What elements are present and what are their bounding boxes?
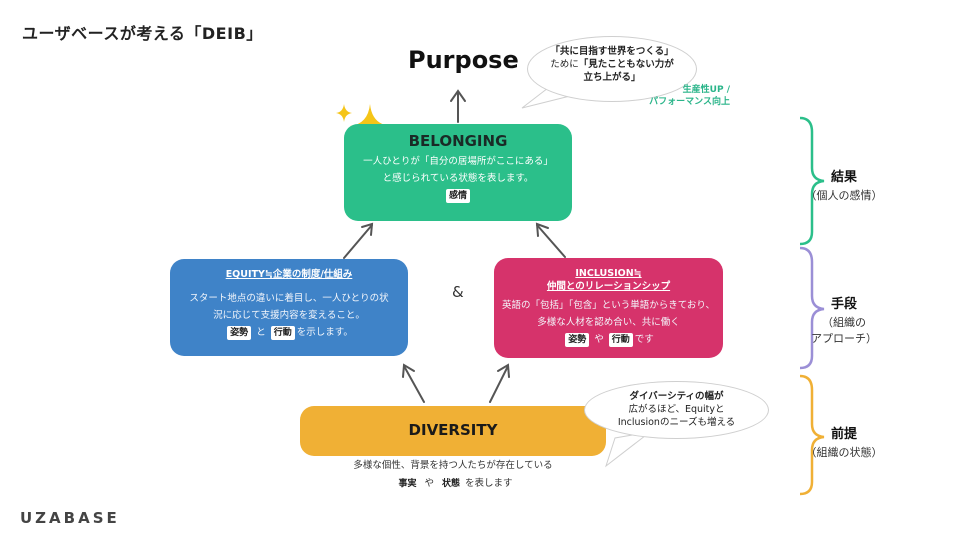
inclusion-tag-action: 行動 (608, 333, 633, 347)
equity-description: スタート地点の違いに着目し、一人ひとりの状 況に応じて支援内容を変えること。 姿… (170, 290, 408, 341)
premise-sub: （組織の状態） (805, 446, 883, 459)
purpose-bubble-line1: 「共に目指す世界をつくる」 (550, 46, 674, 57)
purpose-speech-bubble: 「共に目指す世界をつくる」 ために「見たこともない力が 立ち上がる」 (527, 36, 697, 102)
equity-connector: と (256, 327, 266, 338)
equity-line2: 況に応じて支援内容を変えること。 (213, 310, 365, 321)
equity-title: EQUITY≒企業の制度/仕組み (225, 269, 353, 280)
arrow-inclusion-to-belonging-icon (535, 222, 566, 258)
inclusion-description: 英語の「包括」「包含」という単語からきており、 多様な人材を認め合い、共に働く … (494, 297, 723, 348)
bracket-result (799, 116, 825, 246)
inclusion-title-line2: 仲間とのリレーションシップ (546, 281, 671, 292)
inclusion-box: INCLUSION≒ 仲間とのリレーションシップ 英語の「包括」「包含」という単… (494, 258, 723, 358)
belonging-line1: 一人ひとりが「自分の居場所がここにある」 (363, 156, 553, 167)
means-sub2: アプローチ） (811, 332, 877, 345)
diversity-bubble-line3: Inclusionのニーズも増える (617, 417, 736, 428)
means-main: 手段 (830, 297, 857, 312)
inclusion-line2: 多様な人材を認め合い、共に働く (537, 317, 680, 328)
diversity-bubble-line1: ダイバーシティの幅が (629, 391, 724, 402)
equity-tag-action: 行動 (270, 326, 295, 340)
inclusion-tag-attitude: 姿勢 (565, 333, 590, 347)
belonging-tag-emotion: 感情 (445, 189, 470, 203)
arrow-equity-to-belonging-icon (343, 222, 374, 259)
equity-box: EQUITY≒企業の制度/仕組み スタート地点の違いに着目し、一人ひとりの状 況… (170, 259, 408, 356)
side-label-premise: 前提 （組織の状態） (799, 427, 889, 461)
inclusion-title: INCLUSION≒ 仲間とのリレーションシップ (494, 267, 723, 293)
diversity-suffix: を表します (465, 478, 513, 489)
uzabase-logo: UZABASE (20, 509, 120, 527)
diversity-line1: 多様な個性、背景を持つ人たちが存在している (353, 460, 553, 471)
belonging-line2: と感じられている状態を表します。 (382, 173, 534, 184)
inclusion-suffix: です (634, 334, 654, 345)
purpose-title: Purpose (408, 46, 519, 74)
equity-suffix: を示します。 (296, 327, 353, 338)
arrow-diversity-to-inclusion-icon (489, 363, 510, 403)
diversity-bubble-line2: 広がるほど、Equityと (628, 404, 725, 415)
diversity-title: DIVERSITY (408, 421, 498, 439)
side-label-means: 手段 （組織の アプローチ） (799, 297, 889, 347)
diversity-speech-bubble: ダイバーシティの幅が 広がるほど、Equityと Inclusionのニーズも増… (584, 381, 769, 439)
inclusion-title-line1: INCLUSION≒ (575, 268, 642, 279)
bracket-means (799, 246, 825, 370)
purpose-bubble-line2-pre: ために (550, 59, 579, 70)
productivity-note: 生産性UP / パフォーマンス向上 (620, 84, 730, 108)
belonging-title: BELONGING (408, 132, 508, 150)
productivity-line2: パフォーマンス向上 (649, 97, 730, 107)
ampersand: & (452, 283, 464, 301)
arrow-diversity-to-equity-icon (402, 363, 425, 403)
arrow-to-purpose-icon (450, 89, 466, 123)
belonging-description: 一人ひとりが「自分の居場所がここにある」 と感じられている状態を表します。 感情 (344, 153, 572, 204)
result-sub: （個人の感情） (805, 189, 883, 202)
purpose-bubble-line2-bold: 「見たこともない力が (578, 59, 674, 70)
bracket-premise (799, 374, 825, 496)
productivity-line1: 生産性UP / (682, 85, 730, 95)
equity-tag-attitude: 姿勢 (227, 326, 252, 340)
belonging-box: BELONGING 一人ひとりが「自分の居場所がここにある」 と感じられている状… (344, 124, 572, 221)
means-sub1: （組織の (822, 316, 866, 329)
diversity-connector: や (424, 478, 434, 489)
inclusion-connector: や (594, 334, 604, 345)
inclusion-line1: 英語の「包括」「包含」という単語からきており、 (501, 300, 716, 311)
diversity-tag-fact: 事実 (395, 477, 420, 491)
diversity-description: 多様な個性、背景を持つ人たちが存在している 事実 や 状態を表します (300, 457, 606, 493)
diversity-box: DIVERSITY (300, 406, 606, 456)
page-title: ユーザベースが考える「DEIB」 (22, 24, 263, 43)
result-main: 結果 (830, 170, 857, 185)
premise-main: 前提 (830, 427, 857, 442)
purpose-bubble-line3: 立ち上がる」 (583, 72, 641, 83)
equity-line1: スタート地点の違いに着目し、一人ひとりの状 (189, 293, 389, 304)
diversity-tag-state: 状態 (439, 477, 464, 491)
side-label-result: 結果 （個人の感情） (799, 170, 889, 204)
